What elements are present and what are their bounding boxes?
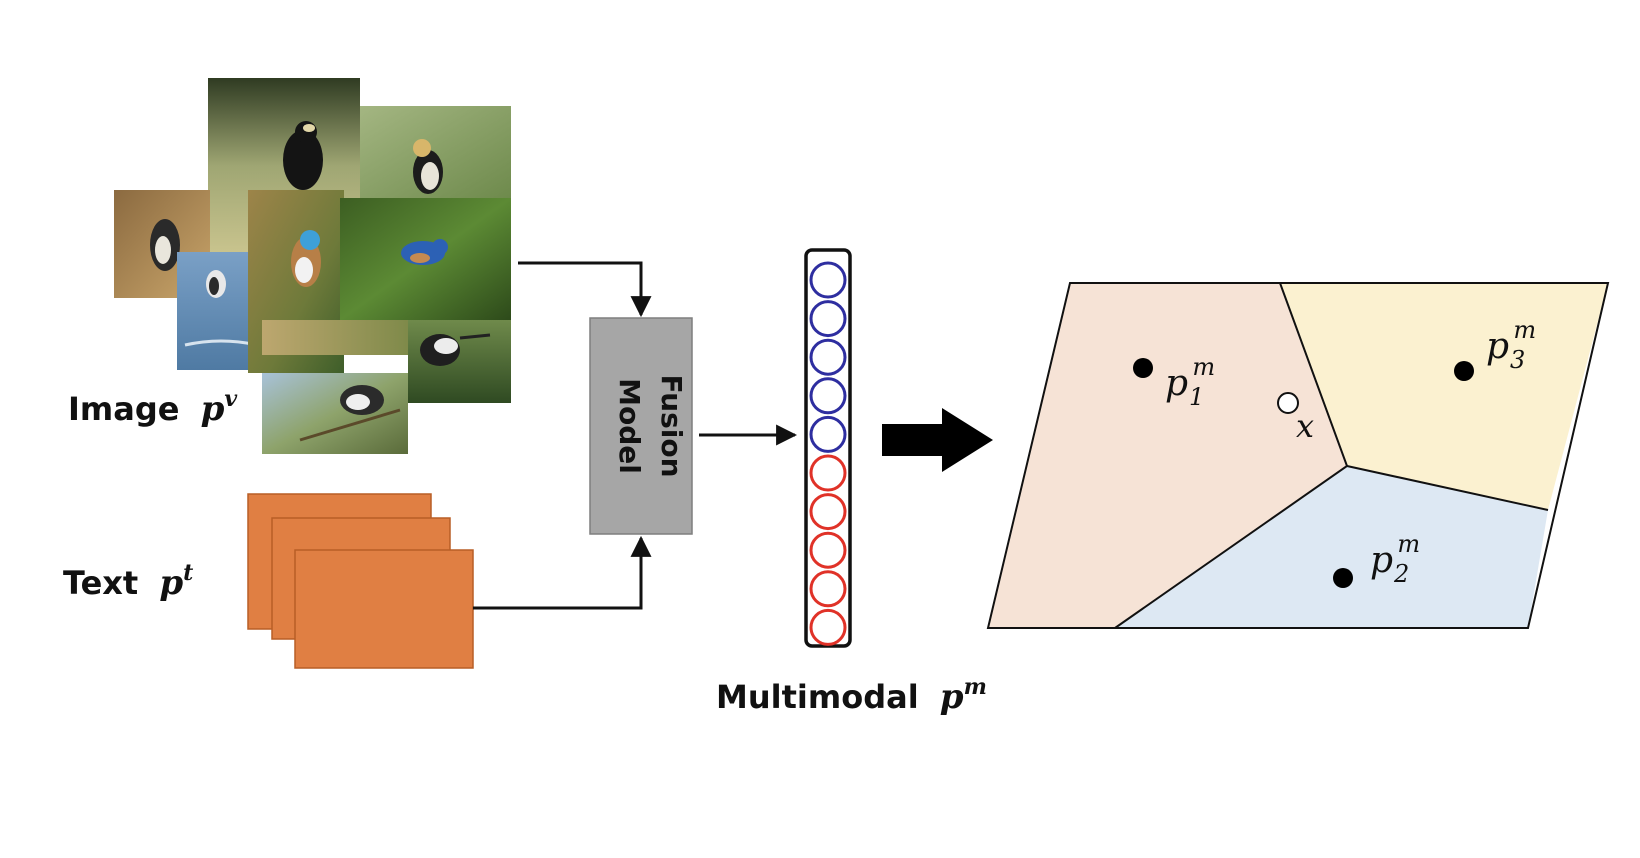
text-feature-cell: [809, 570, 847, 608]
prototype-point-2: [1333, 568, 1353, 588]
text-document: [294, 549, 474, 669]
prototype-label-3: p3m: [1486, 316, 1536, 374]
multimodal-symbol: p: [940, 677, 964, 717]
image-feature-cell: [809, 415, 847, 453]
fusion-label-line1: Fusion: [655, 374, 688, 477]
voronoi-partition: p1m p3m p2m x: [986, 282, 1610, 629]
image-feature-cell: [809, 300, 847, 338]
fusion-model-box: Fusion Model: [589, 317, 693, 535]
multimodal-label-word: Multimodal: [716, 678, 919, 716]
prototype-point-1: [1133, 358, 1153, 378]
text-symbol: p: [159, 563, 183, 603]
bird-image-stack: [114, 78, 511, 454]
voronoi-boundary: [1346, 465, 1549, 511]
multimodal-superscript: m: [964, 674, 987, 700]
image-feature-cell: [809, 377, 847, 415]
text-feature-cell: [809, 531, 847, 569]
image-to-fusion-arrow: [518, 261, 652, 318]
voronoi-region-1: [988, 283, 1347, 628]
image-feature-cell: [809, 261, 847, 299]
text-to-fusion-arrow: [473, 535, 652, 610]
bird-photo: [340, 198, 511, 320]
bird-photo: [262, 320, 408, 355]
bird-photo: [360, 106, 511, 198]
image-label: Image pv: [68, 386, 237, 429]
multimodal-label: Multimodal pm: [716, 674, 987, 717]
voronoi-outline: [986, 282, 1610, 629]
image-feature-cell: [809, 338, 847, 376]
prototype-label-1: p1m: [1165, 353, 1215, 411]
voronoi-region-3: [1280, 283, 1608, 510]
image-superscript: v: [224, 386, 237, 412]
bird-photo: [262, 373, 408, 454]
text-label: Text pt: [63, 560, 193, 603]
text-document-stack: [247, 493, 474, 669]
prototype-label-2: p2m: [1370, 530, 1420, 588]
query-label: x: [1296, 407, 1314, 445]
image-symbol: p: [201, 389, 225, 429]
text-feature-cell: [809, 454, 847, 492]
svg-text:Text pt: Text pt: [63, 560, 193, 603]
text-superscript: t: [183, 560, 193, 586]
query-point: [1277, 392, 1299, 414]
fusion-label-line2: Model: [613, 378, 646, 474]
multimodal-embedding-vector: [804, 248, 852, 648]
text-label-word: Text: [63, 564, 138, 602]
text-feature-cell: [809, 493, 847, 531]
big-right-arrow: [882, 408, 993, 472]
bird-photo: [408, 320, 511, 403]
svg-text:Image pv: Image pv: [68, 386, 237, 429]
text-feature-cell: [809, 608, 847, 646]
prototype-point-3: [1454, 361, 1474, 381]
image-label-word: Image: [68, 390, 179, 428]
voronoi-region-2: [1115, 466, 1548, 628]
